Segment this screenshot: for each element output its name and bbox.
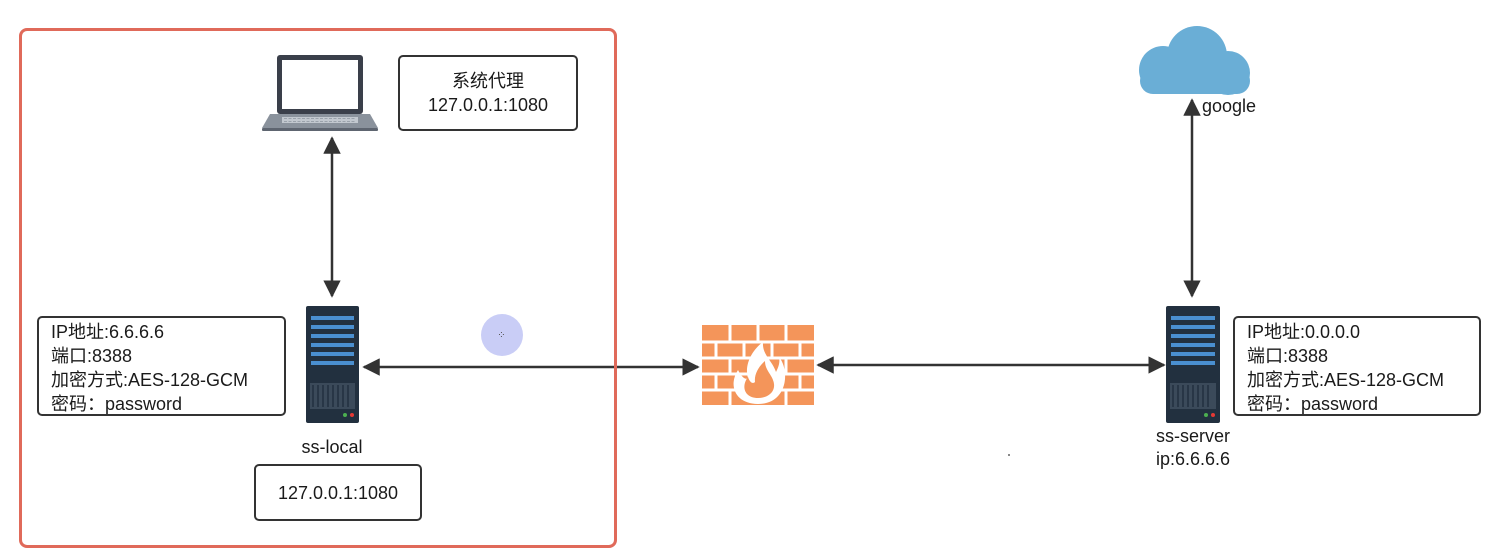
firewall-icon: [702, 325, 814, 405]
local-server-icon: [306, 306, 359, 423]
remote-server-label: ss-server ip:6.6.6.6: [1143, 425, 1243, 471]
local-listen-address: 127.0.0.1:1080: [277, 482, 399, 503]
local-config-ip: IP地址:6.6.6.6: [51, 322, 165, 342]
remote-server-icon: [1166, 306, 1220, 423]
cloud-label: google: [1202, 96, 1257, 116]
stray-dot: [1008, 454, 1010, 456]
local-config-box: IP地址:6.6.6.6 端口:8388 加密方式:AES-128-GCM 密码…: [37, 316, 286, 416]
remote-config-cipher: 加密方式:AES-128-GCM: [1247, 370, 1445, 390]
remote-config-box: IP地址:0.0.0.0 端口:8388 加密方式:AES-128-GCM 密码…: [1233, 316, 1481, 416]
laptop-icon: [262, 55, 378, 131]
local-listen-box: 127.0.0.1:1080: [254, 464, 422, 521]
system-proxy-box: 系统代理 127.0.0.1:1080: [398, 55, 578, 131]
cloud-icon: [1139, 26, 1250, 95]
local-config-password: 密码：password: [51, 394, 183, 414]
local-config-port: 端口:8388: [51, 346, 133, 366]
remote-config-ip: IP地址:0.0.0.0: [1247, 322, 1361, 342]
remote-config-password: 密码：password: [1247, 394, 1379, 414]
local-machine-region: [19, 28, 617, 548]
remote-config-port: 端口:8388: [1247, 346, 1329, 366]
system-proxy-address: 127.0.0.1:1080: [427, 95, 549, 115]
system-proxy-title: 系统代理: [452, 71, 524, 91]
local-config-cipher: 加密方式:AES-128-GCM: [51, 370, 249, 390]
local-server-label: ss-local: [301, 437, 363, 457]
drag-handle[interactable]: ⁘: [481, 314, 523, 356]
remote-server-name: ss-server: [1155, 426, 1230, 446]
remote-server-ip: ip:6.6.6.6: [1155, 449, 1231, 469]
